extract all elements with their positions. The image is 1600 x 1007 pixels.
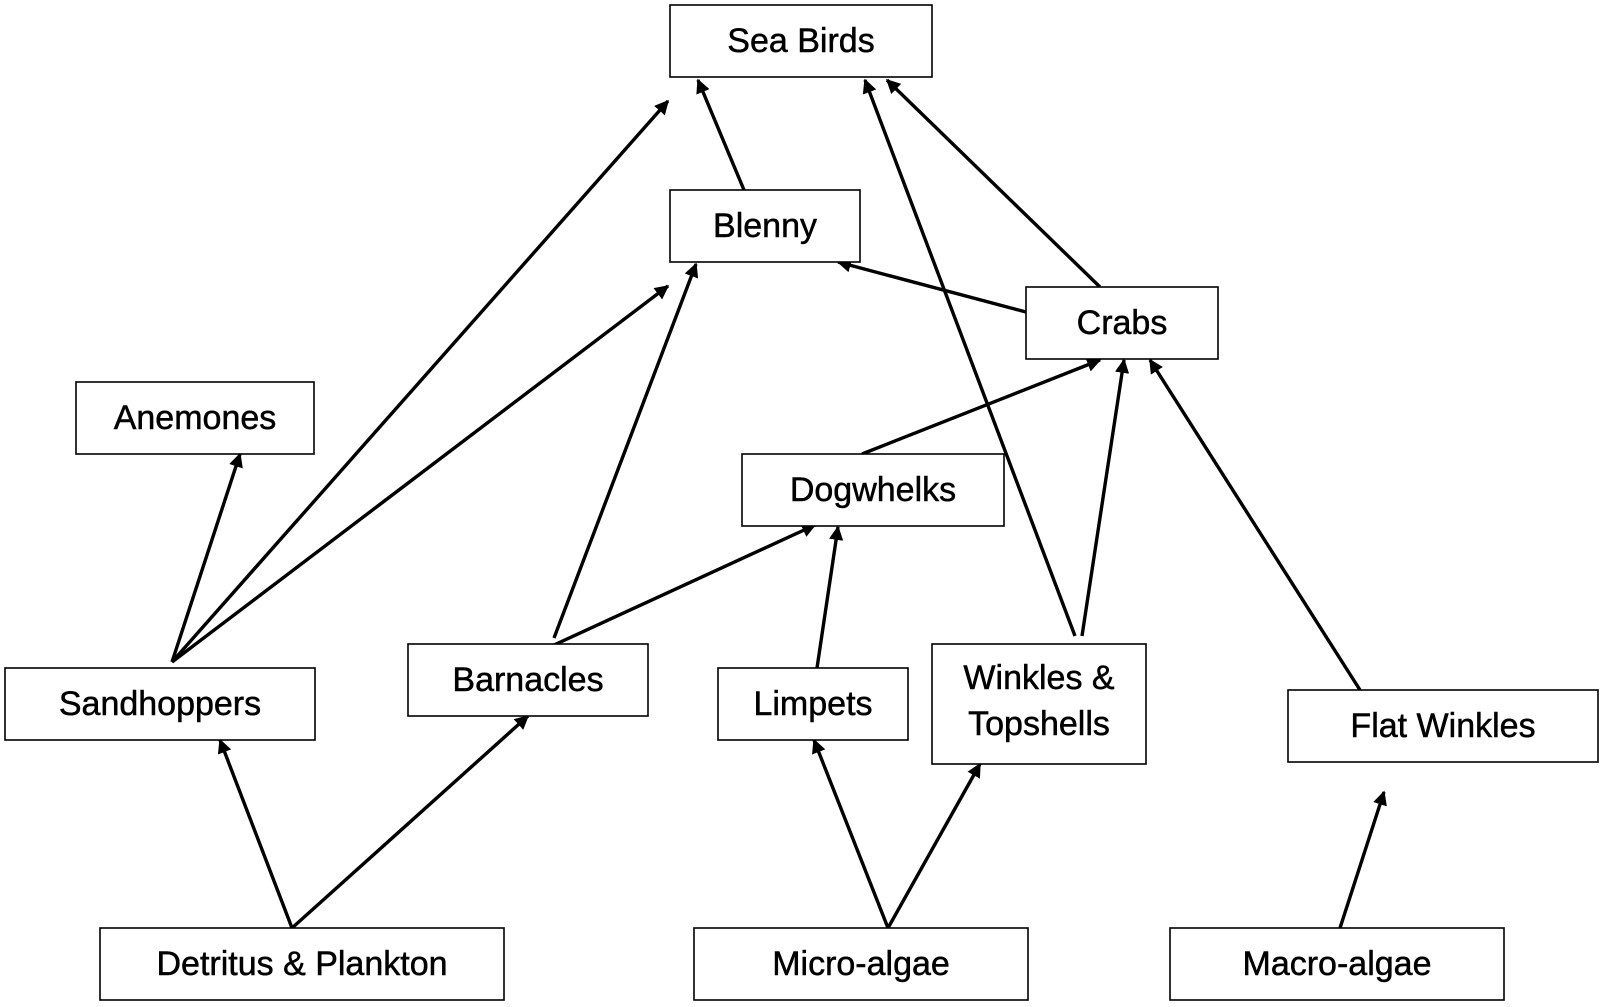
node-crabs-label: Crabs — [1077, 304, 1168, 342]
node-flat-winkles: Flat Winkles — [1287, 689, 1599, 763]
node-crabs: Crabs — [1025, 286, 1219, 360]
node-macro-algae-label: Macro-algae — [1243, 945, 1432, 983]
edges — [170, 78, 1387, 930]
node-blenny-label: Blenny — [713, 207, 817, 245]
node-barnacles: Barnacles — [407, 643, 649, 717]
edge-barnacles-to-blenny — [552, 262, 699, 639]
node-winkles-topshells-box — [931, 643, 1147, 765]
edge-detritus-to-barnacles — [290, 714, 530, 930]
edge-winkles-to-sea-birds — [862, 78, 1077, 637]
node-sea-birds: Sea Birds — [669, 4, 933, 78]
node-dogwhelks-box — [741, 453, 1005, 527]
node-barnacles-label: Barnacles — [452, 661, 603, 699]
node-barnacles-box — [407, 643, 649, 717]
edge-dogwhelks-to-crabs — [861, 358, 1102, 456]
edge-winkles-to-crabs — [1080, 358, 1130, 637]
node-winkles-topshells: Winkles & Topshells — [931, 643, 1147, 765]
node-limpets: Limpets — [717, 667, 909, 741]
node-sea-birds-box — [669, 4, 933, 78]
edge-detritus-to-sandhoppers — [217, 738, 294, 929]
node-anemones: Anemones — [75, 381, 315, 455]
node-sandhoppers-label: Sandhoppers — [59, 685, 261, 723]
node-limpets-box — [717, 667, 909, 741]
edge-macro-algae-to-flat-winkles — [1338, 790, 1387, 929]
edge-micro-algae-to-limpets — [812, 738, 890, 929]
edge-blenny-to-sea-birds — [696, 78, 746, 191]
node-crabs-box — [1025, 286, 1219, 360]
edge-sandhoppers-to-blenny — [170, 284, 670, 664]
node-flat-winkles-box — [1287, 689, 1599, 763]
node-detritus-plankton: Detritus & Plankton — [99, 927, 505, 1001]
node-macro-algae: Macro-algae — [1169, 927, 1505, 1001]
node-micro-algae-box — [693, 927, 1029, 1001]
node-anemones-label: Anemones — [114, 399, 277, 437]
node-sandhoppers: Sandhoppers — [4, 667, 316, 741]
node-flat-winkles-label: Flat Winkles — [1350, 707, 1535, 745]
node-dogwhelks: Dogwhelks — [741, 453, 1005, 527]
edge-crabs-to-blenny — [836, 258, 1027, 314]
edge-micro-algae-to-winkles — [886, 762, 982, 929]
node-micro-algae-label: Micro-algae — [772, 945, 950, 983]
node-detritus-plankton-label: Detritus & Plankton — [156, 945, 447, 983]
node-limpets-label: Limpets — [753, 685, 872, 723]
node-blenny: Blenny — [669, 189, 861, 263]
nodes: Sea Birds Blenny Crabs Anemones Dogwhelk… — [4, 4, 1599, 1001]
node-micro-algae: Micro-algae — [693, 927, 1029, 1001]
node-winkles-topshells-label-line2: Topshells — [968, 705, 1110, 743]
node-dogwhelks-label: Dogwhelks — [790, 471, 956, 509]
node-anemones-box — [75, 381, 315, 455]
node-detritus-plankton-box — [99, 927, 505, 1001]
node-macro-algae-box — [1169, 927, 1505, 1001]
node-winkles-topshells-label-line1: Winkles & — [963, 659, 1114, 697]
edge-limpets-to-dogwhelks — [815, 525, 844, 669]
node-blenny-box — [669, 189, 861, 263]
edge-crabs-to-sea-birds — [885, 78, 1102, 289]
edge-barnacles-to-dogwhelks — [553, 523, 817, 647]
node-sandhoppers-box — [4, 667, 316, 741]
edge-sandhoppers-to-anemones — [170, 452, 243, 663]
edge-sandhoppers-to-sea-birds — [170, 99, 670, 664]
edge-flat-winkles-to-crabs — [1148, 358, 1362, 691]
node-sea-birds-label: Sea Birds — [727, 22, 874, 60]
